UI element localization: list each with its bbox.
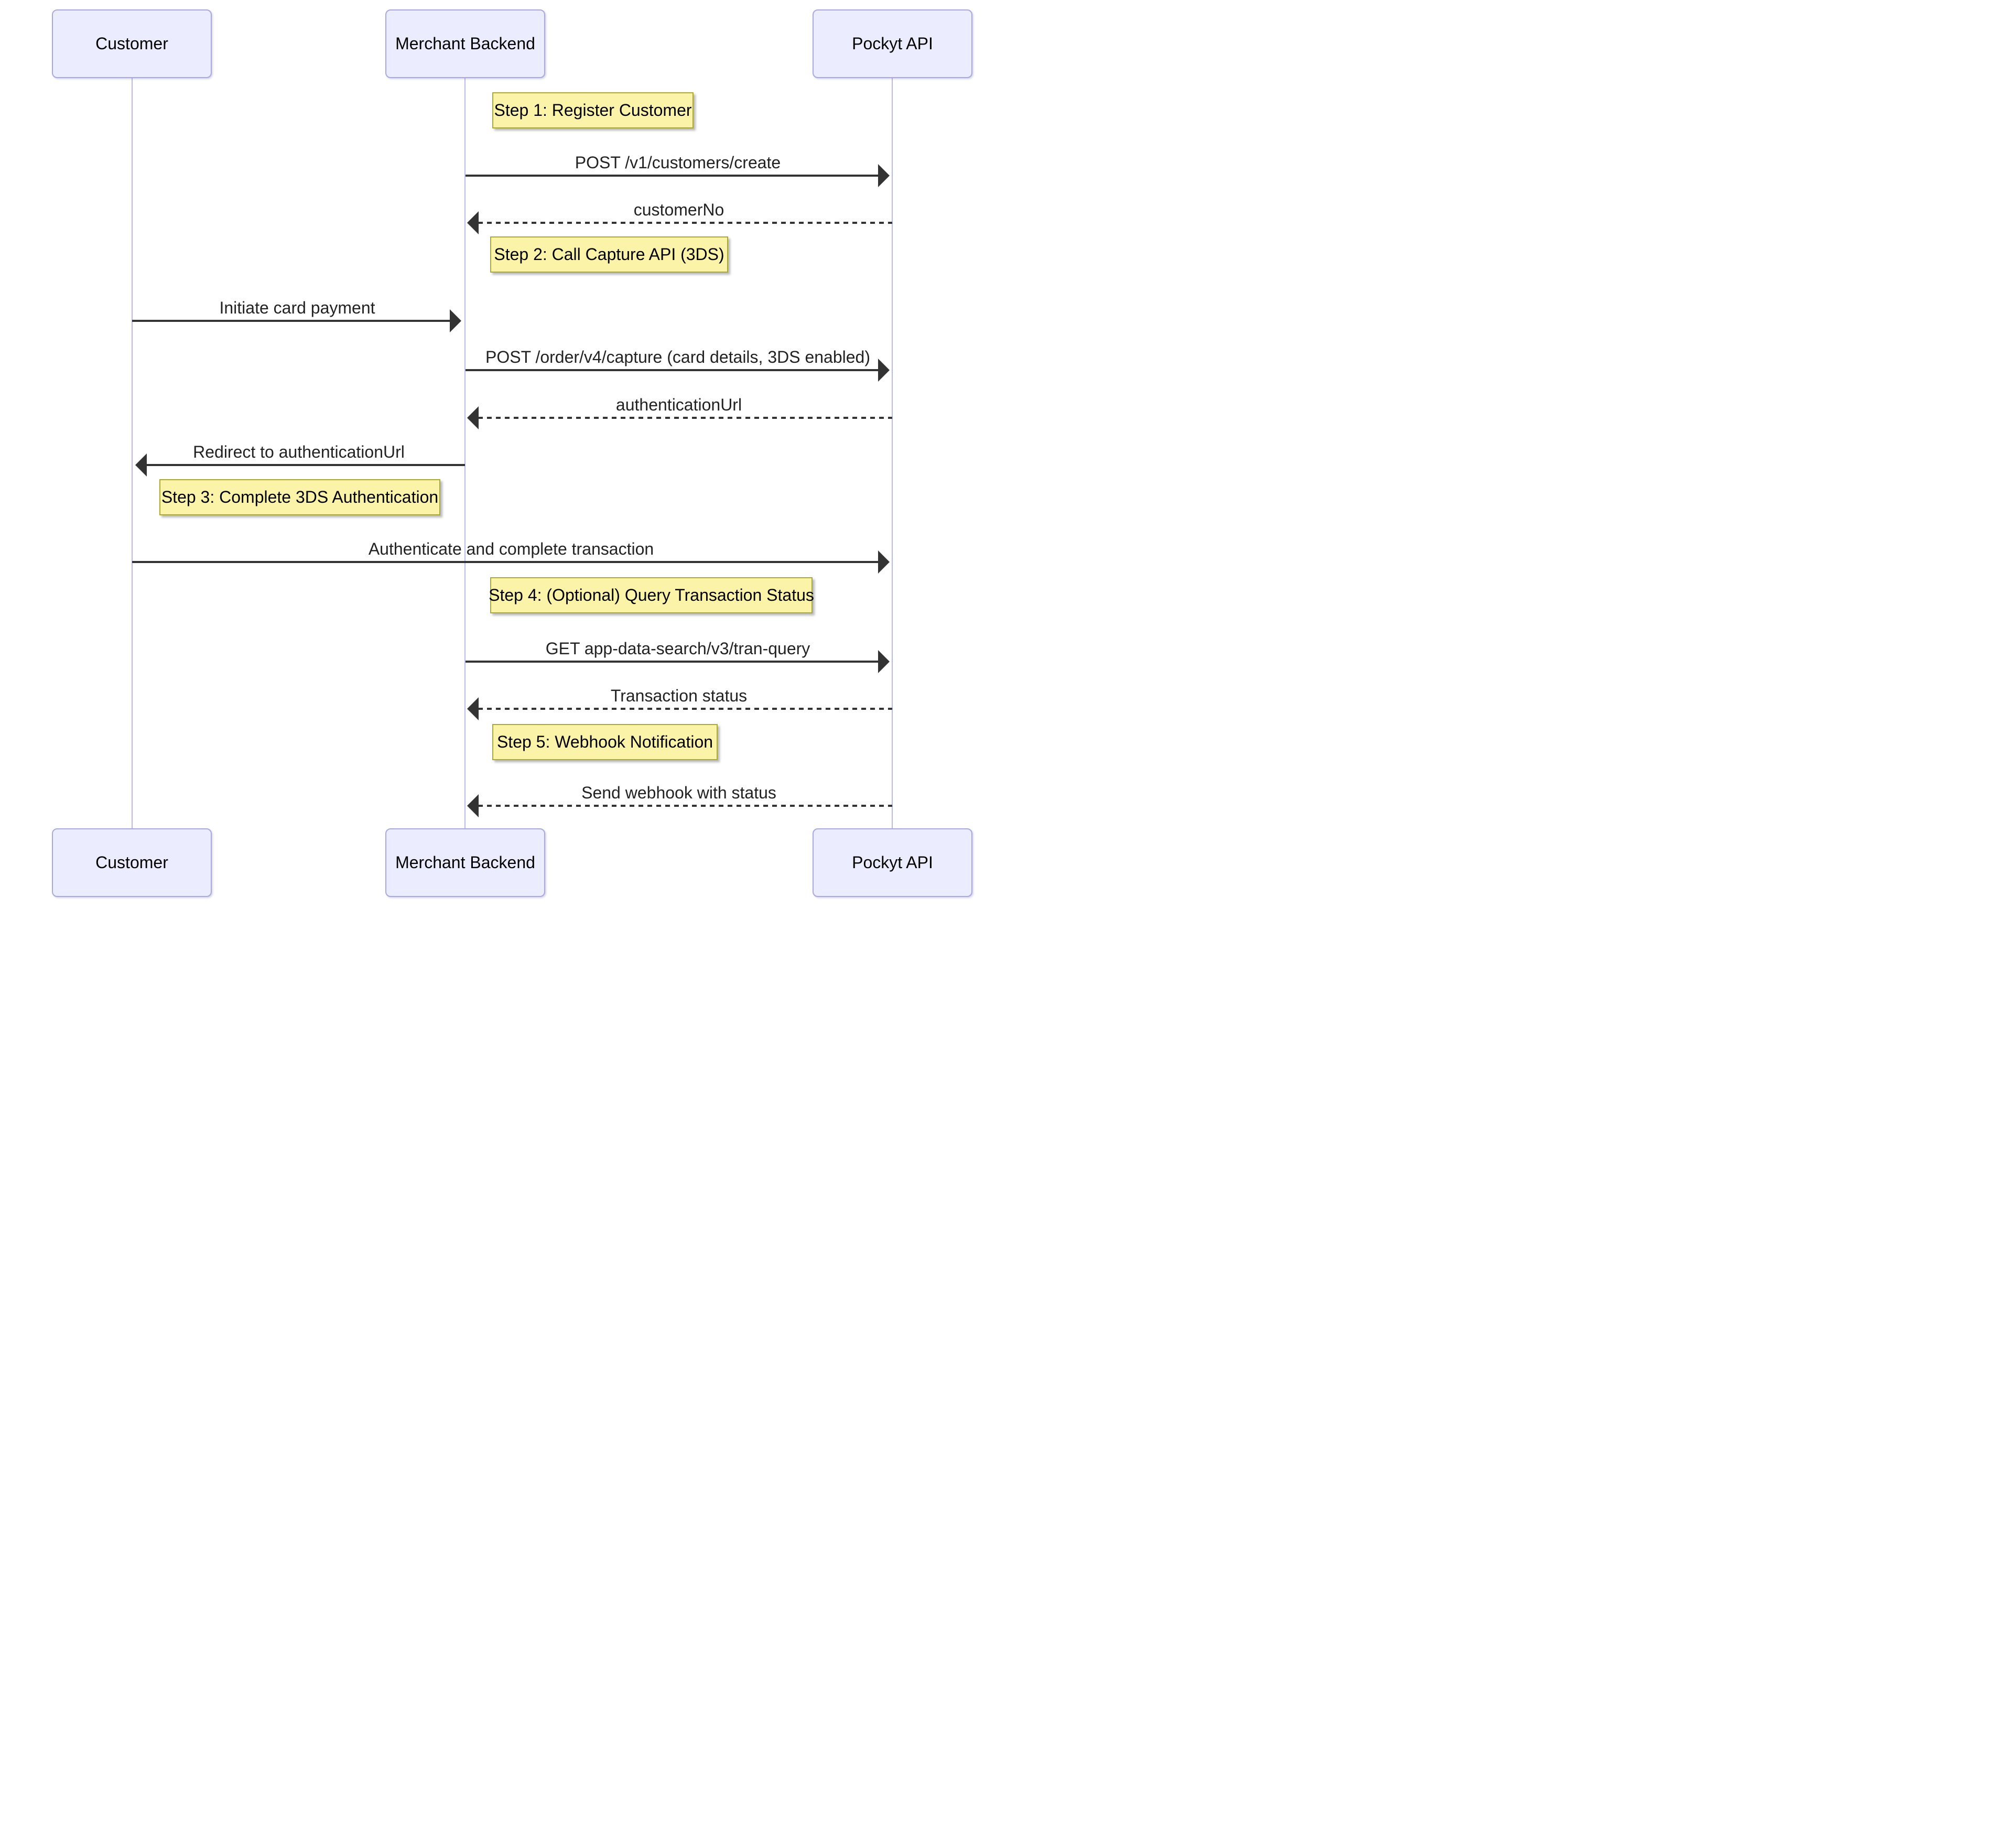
note-label: Step 2: Call Capture API (3DS) [494,245,724,264]
arrowhead-left-icon [467,697,479,720]
message-label: customerNo [633,200,724,219]
arrow-shaft [478,417,892,419]
note-label: Step 4: (Optional) Query Transaction Sta… [489,586,814,604]
note-label: Step 3: Complete 3DS Authentication [161,488,439,506]
message-label: Transaction status [610,686,748,705]
lifeline-merchant-backend [464,78,466,828]
arrowhead-right-icon [878,650,890,673]
message-arrow-solid [132,309,461,332]
arrow-shaft [478,805,892,807]
message-label: POST /v1/customers/create [575,153,781,172]
message-label: GET app-data-search/v3/tran-query [545,639,810,658]
note-label: Step 5: Webhook Notification [496,732,713,751]
arrowhead-left-icon [467,211,479,234]
actor-customer-top: Customer [52,9,212,78]
actor-label: Merchant Backend [395,34,535,53]
actor-label: Customer [95,853,168,872]
message-arrow-solid [135,453,465,477]
arrow-shaft [466,661,879,663]
arrowhead-left-icon [467,794,479,817]
arrow-shaft [478,708,892,710]
arrowhead-right-icon [878,550,890,574]
actor-merchant-backend-bottom: Merchant Backend [385,828,545,897]
arrowhead-left-icon [467,406,479,429]
arrowhead-right-icon [878,359,890,382]
note-step-5: Step 5: Webhook Notification [492,724,718,760]
arrow-shaft [146,464,465,466]
message-label: Send webhook with status [581,783,776,802]
actor-label: Pockyt API [852,853,933,872]
note-step-3: Step 3: Complete 3DS Authentication [159,479,440,515]
note-step-2: Step 2: Call Capture API (3DS) [490,236,728,273]
lifeline-pockyt-api [892,78,893,828]
arrow-shaft [132,320,450,322]
message-arrow-solid [132,550,890,574]
message-label: authenticationUrl [615,395,742,414]
message-label: Authenticate and complete transaction [368,539,654,558]
actor-customer-bottom: Customer [52,828,212,897]
message-arrow-dashed [467,406,892,429]
message-arrow-solid [466,650,890,673]
actor-pockyt-api-top: Pockyt API [813,9,972,78]
actor-label: Pockyt API [852,34,933,53]
note-label: Step 1: Register Customer [494,101,692,120]
arrow-shaft [466,175,879,177]
message-label: POST /order/v4/capture (card details, 3D… [485,348,870,366]
actor-label: Customer [95,34,168,53]
arrowhead-right-icon [878,164,890,187]
message-arrow-dashed [467,794,892,817]
actor-label: Merchant Backend [395,853,535,872]
message-arrow-solid [466,359,890,382]
arrow-shaft [132,561,879,563]
note-step-4: Step 4: (Optional) Query Transaction Sta… [489,577,814,613]
note-step-1: Step 1: Register Customer [492,92,694,128]
message-label: Initiate card payment [219,298,375,317]
message-arrow-dashed [467,697,892,720]
arrow-shaft [478,222,892,224]
message-arrow-dashed [467,211,892,234]
sequence-diagram: Customer Merchant Backend Pockyt API Ste… [0,0,1006,924]
lifeline-customer [132,78,133,828]
arrowhead-right-icon [450,309,461,332]
message-label: Redirect to authenticationUrl [193,442,405,461]
message-arrow-solid [466,164,890,187]
actor-pockyt-api-bottom: Pockyt API [813,828,972,897]
arrowhead-left-icon [135,453,147,477]
actor-merchant-backend-top: Merchant Backend [385,9,545,78]
arrow-shaft [466,369,879,371]
